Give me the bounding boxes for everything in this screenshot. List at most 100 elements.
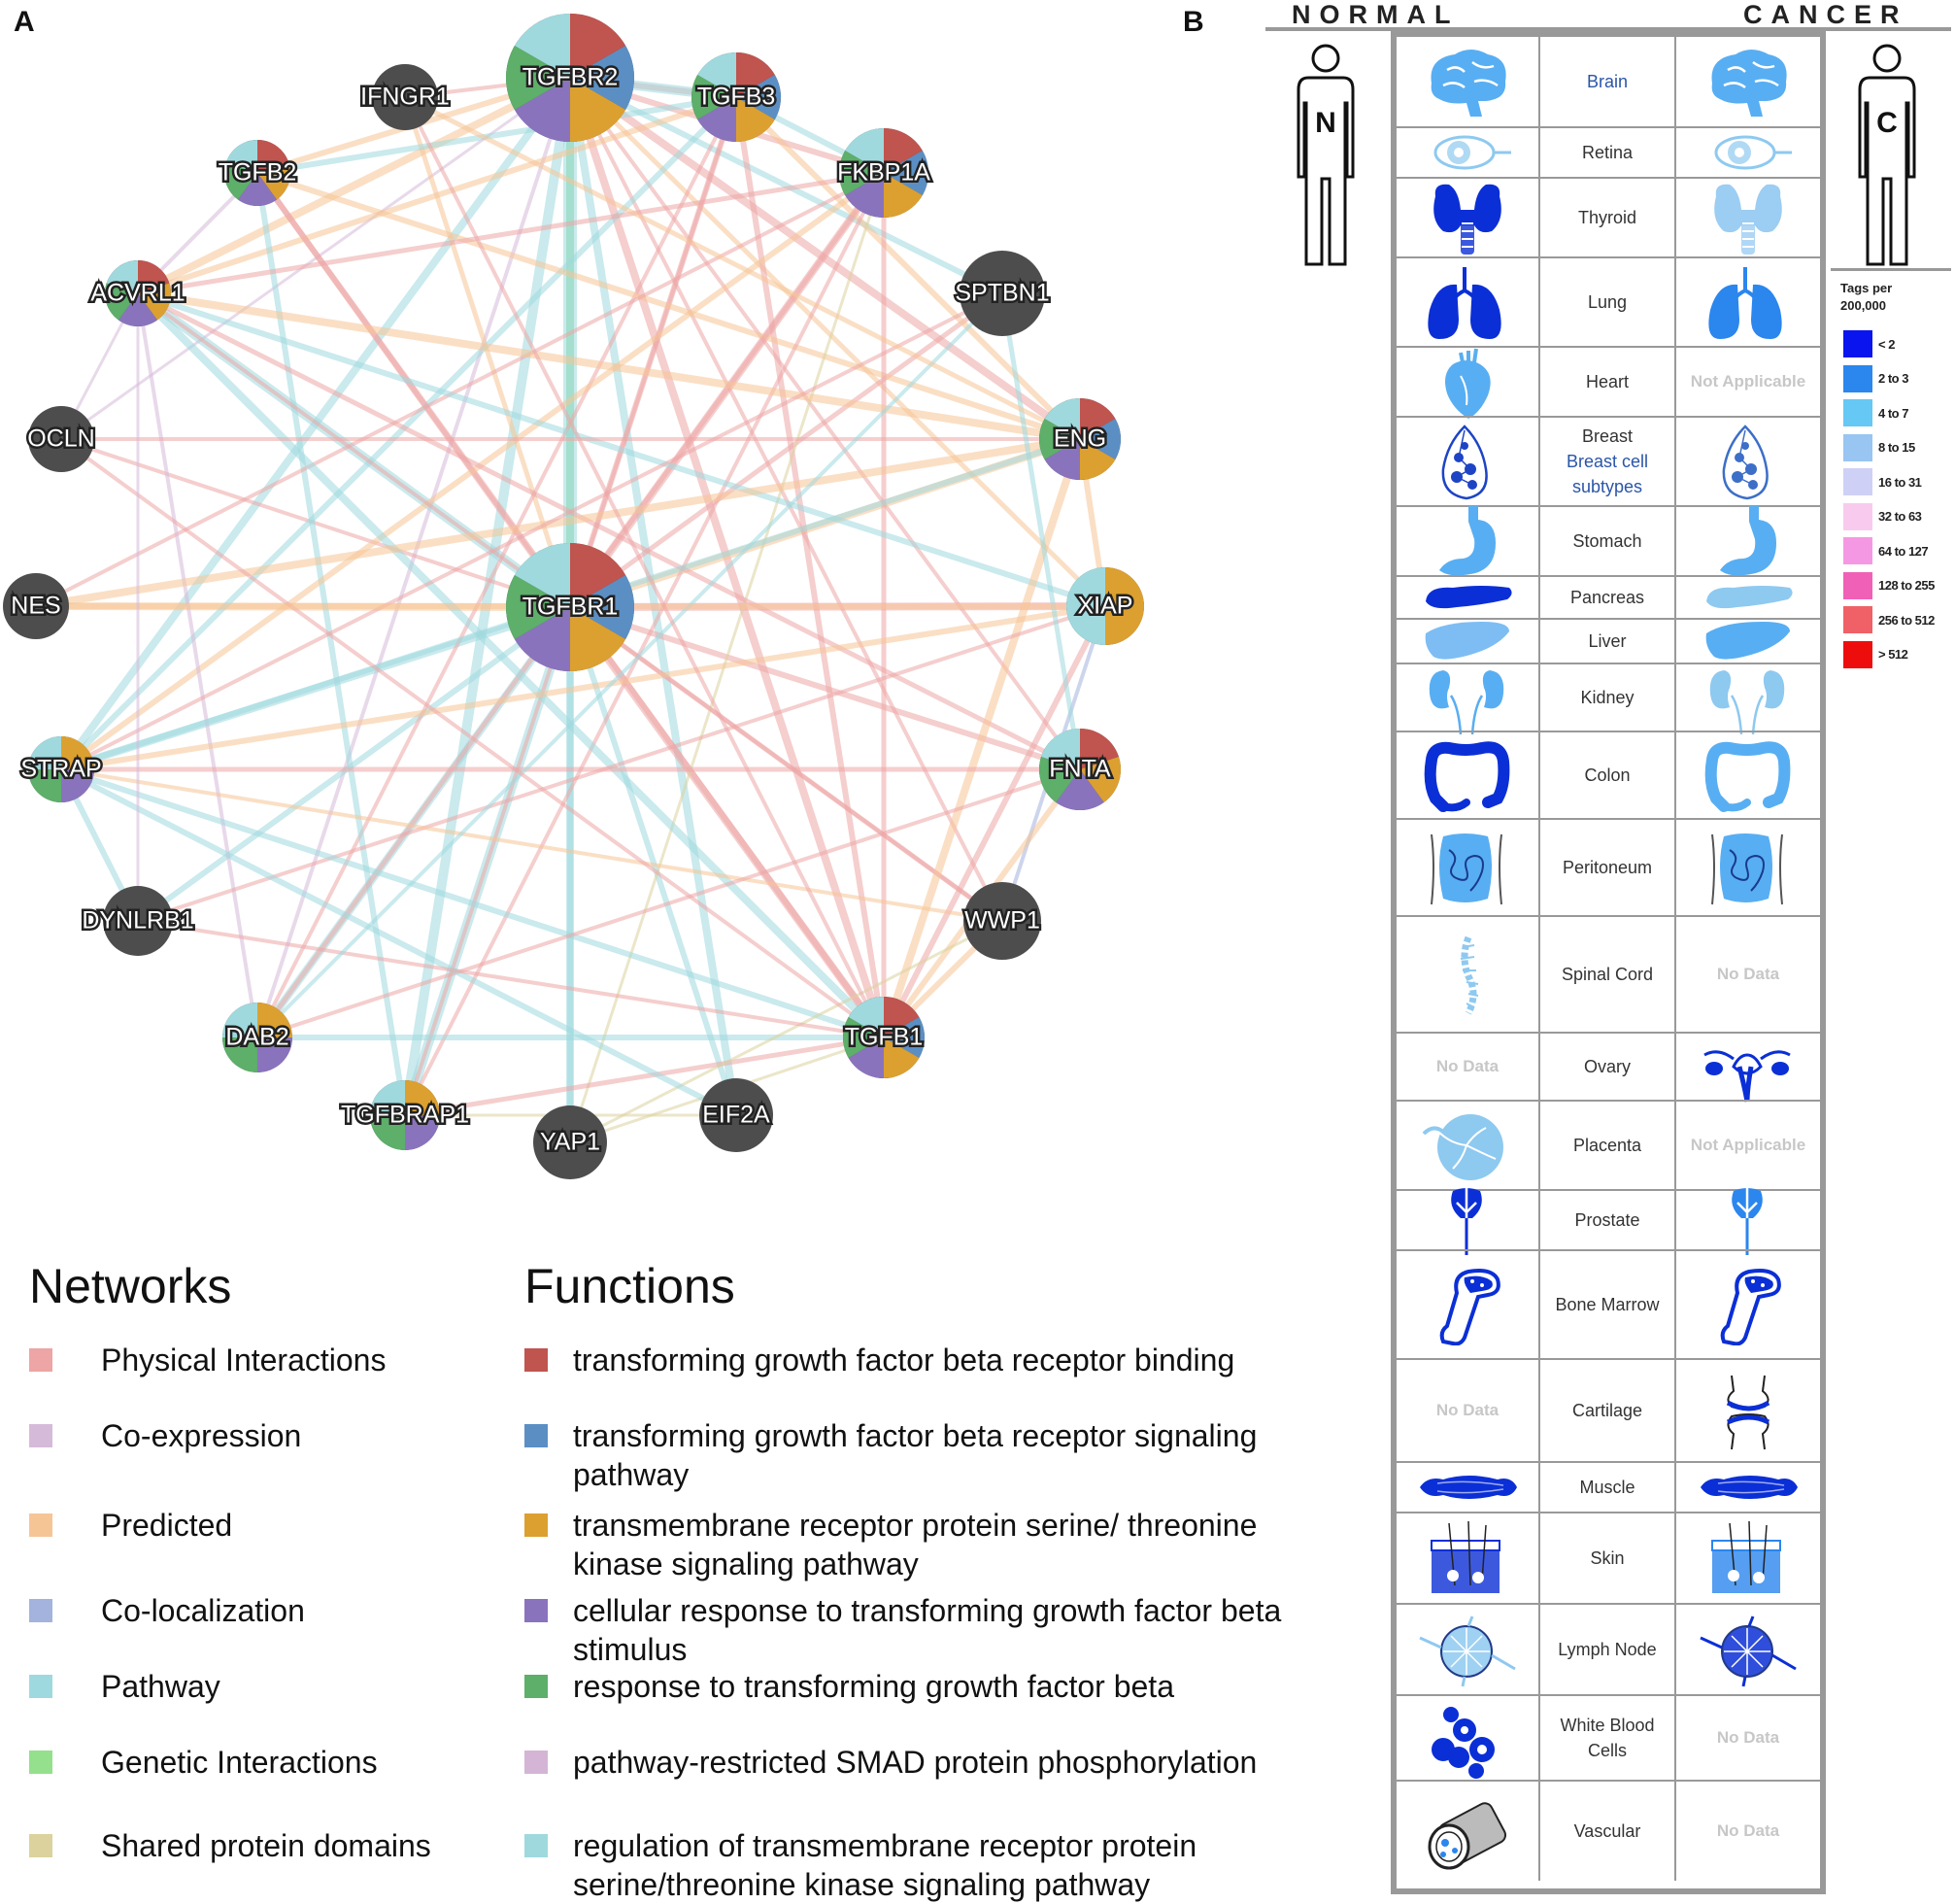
node-pie-slice — [1056, 769, 1104, 810]
normal-expression-cell — [1397, 1185, 1540, 1255]
network-node-dynlrb1[interactable]: DYNLRB1 — [80, 886, 196, 956]
scale-swatch — [1843, 571, 1872, 599]
network-node-eif2a[interactable]: EIF2A — [699, 1078, 773, 1152]
eye-icon — [1414, 112, 1521, 193]
node-label: TGFB1 — [845, 1024, 924, 1051]
network-edge — [134, 289, 1084, 443]
node-pie-slice — [848, 997, 884, 1037]
tissue-name: Cartilage — [1571, 1401, 1643, 1420]
normal-expression-cell — [1397, 577, 1540, 618]
tissue-name: Colon — [1584, 765, 1631, 785]
network-edge — [999, 290, 1083, 772]
colon-icon — [1414, 734, 1521, 816]
function-legend-item: regulation of transmembrane receptor pro… — [524, 1828, 1311, 1904]
node-pie-slice — [884, 997, 920, 1037]
lymph-icon — [1695, 1609, 1802, 1690]
panel-label-b: B — [1183, 6, 1204, 38]
tissue-name[interactable]: Brain — [1586, 72, 1629, 91]
breast-cell-subtypes-link[interactable]: Breast cell subtypes — [1566, 452, 1649, 496]
legend-label: Predicted — [101, 1508, 233, 1543]
legend-swatch — [524, 1348, 548, 1372]
cancer-expression-cell — [1676, 820, 1820, 915]
network-node-ocln[interactable]: OCLN — [25, 406, 97, 472]
stomach-icon — [1695, 500, 1802, 582]
node-label: NES — [11, 593, 60, 620]
scale-swatch — [1843, 606, 1872, 633]
cancer-expression-cell — [1676, 1034, 1820, 1103]
scale-label: 128 to 255 — [1878, 578, 1935, 593]
tissue-name-cell: Kidney — [1540, 664, 1676, 731]
network-edge — [58, 766, 739, 1118]
legend-swatch — [29, 1834, 52, 1857]
tissue-name: Kidney — [1580, 688, 1635, 707]
network-node-tgfbr1[interactable]: TGFBR1 — [506, 543, 634, 671]
network-node-strap[interactable]: STRAP — [18, 736, 104, 802]
legend-swatch — [29, 1751, 52, 1774]
muscle-icon — [1414, 1446, 1521, 1528]
networks-legend-title: Networks — [29, 1259, 232, 1313]
tissue-name-cell[interactable]: Brain — [1540, 37, 1676, 126]
network-node-tgfb1[interactable]: TGFB1 — [842, 997, 926, 1078]
node-pie-slice — [28, 769, 61, 802]
ovary-icon — [1695, 1026, 1802, 1107]
node-pie-slice — [1066, 567, 1105, 645]
network-node-yap1[interactable]: YAP1 — [533, 1105, 607, 1179]
cancer-expression-cell — [1676, 258, 1820, 346]
stomach-icon — [1414, 500, 1521, 582]
network-edge — [400, 73, 575, 1120]
network-node-ifngr1[interactable]: IFNGR1 — [358, 64, 452, 130]
tissue-name-cell: Ovary — [1540, 1034, 1676, 1100]
normal-expression-cell — [1397, 418, 1540, 505]
network-edge — [403, 95, 886, 1039]
node-label: SPTBN1 — [955, 280, 1049, 307]
scale-label: < 2 — [1878, 336, 1895, 352]
liver-icon — [1414, 600, 1521, 682]
legend-swatch — [524, 1599, 548, 1622]
cancer-status-text: No Data — [1716, 1821, 1780, 1840]
network-node-eng[interactable]: ENG — [1039, 398, 1121, 480]
node-label: ENG — [1054, 425, 1106, 453]
node-pie-slice — [736, 52, 775, 97]
normal-expression-cell — [1397, 917, 1540, 1032]
legend-swatch — [29, 1599, 52, 1622]
kidney-icon — [1695, 657, 1802, 738]
network-node-xiap[interactable]: XIAP — [1066, 567, 1144, 645]
legend-label: Co-localization — [101, 1593, 305, 1628]
network-node-nes[interactable]: NES — [3, 573, 69, 639]
scale-swatch — [1843, 433, 1872, 461]
normal-person-icon: N — [1297, 44, 1355, 266]
node-pie-slice — [514, 14, 570, 78]
network-edge — [136, 604, 1107, 923]
network-edge — [255, 291, 1004, 1039]
node-pie-slice — [225, 140, 257, 173]
lymph-icon — [1414, 1609, 1521, 1690]
network-node-tgfbr2[interactable]: TGFBR2 — [506, 14, 634, 142]
tissue-name: Peritoneum — [1562, 858, 1653, 877]
tissue-name: Bone Marrow — [1555, 1295, 1660, 1314]
node-pie-slice — [845, 173, 884, 219]
network-node-tgfb3[interactable]: TGFB3 — [691, 52, 781, 142]
cancer-expression-cell — [1676, 577, 1820, 618]
scale-swatch — [1843, 364, 1872, 392]
network-node-fkbp1a[interactable]: FKBP1A — [835, 128, 933, 219]
network-node-sptbn1[interactable]: SPTBN1 — [953, 251, 1052, 336]
cartilage-icon — [1695, 1370, 1802, 1451]
node-pie-slice — [61, 736, 94, 769]
tissue-name: Thyroid — [1577, 208, 1637, 227]
network-node-fnta[interactable]: FNTA — [1039, 729, 1121, 810]
network-node-acvrl1[interactable]: ACVRL1 — [88, 260, 187, 326]
network-edge — [135, 604, 573, 924]
network-node-dab2[interactable]: DAB2 — [222, 1003, 292, 1072]
node-pie-slice — [570, 575, 634, 639]
legend-label: Shared protein domains — [101, 1828, 431, 1863]
node-pie-slice — [1044, 439, 1080, 480]
network-node-tgfb2[interactable]: TGFB2 — [216, 140, 299, 207]
normal-expression-cell: No Data — [1397, 1034, 1540, 1100]
node-pie-slice — [222, 1037, 257, 1072]
node-pie-slice — [1080, 398, 1116, 439]
network-node-wwp1[interactable]: WWP1 — [962, 882, 1042, 960]
network-node-tgfbrap1[interactable]: TGFBRAP1 — [339, 1080, 471, 1150]
node-pie-slice — [1041, 729, 1080, 769]
network-edge — [134, 74, 574, 297]
normal-expression-cell — [1397, 1102, 1540, 1189]
